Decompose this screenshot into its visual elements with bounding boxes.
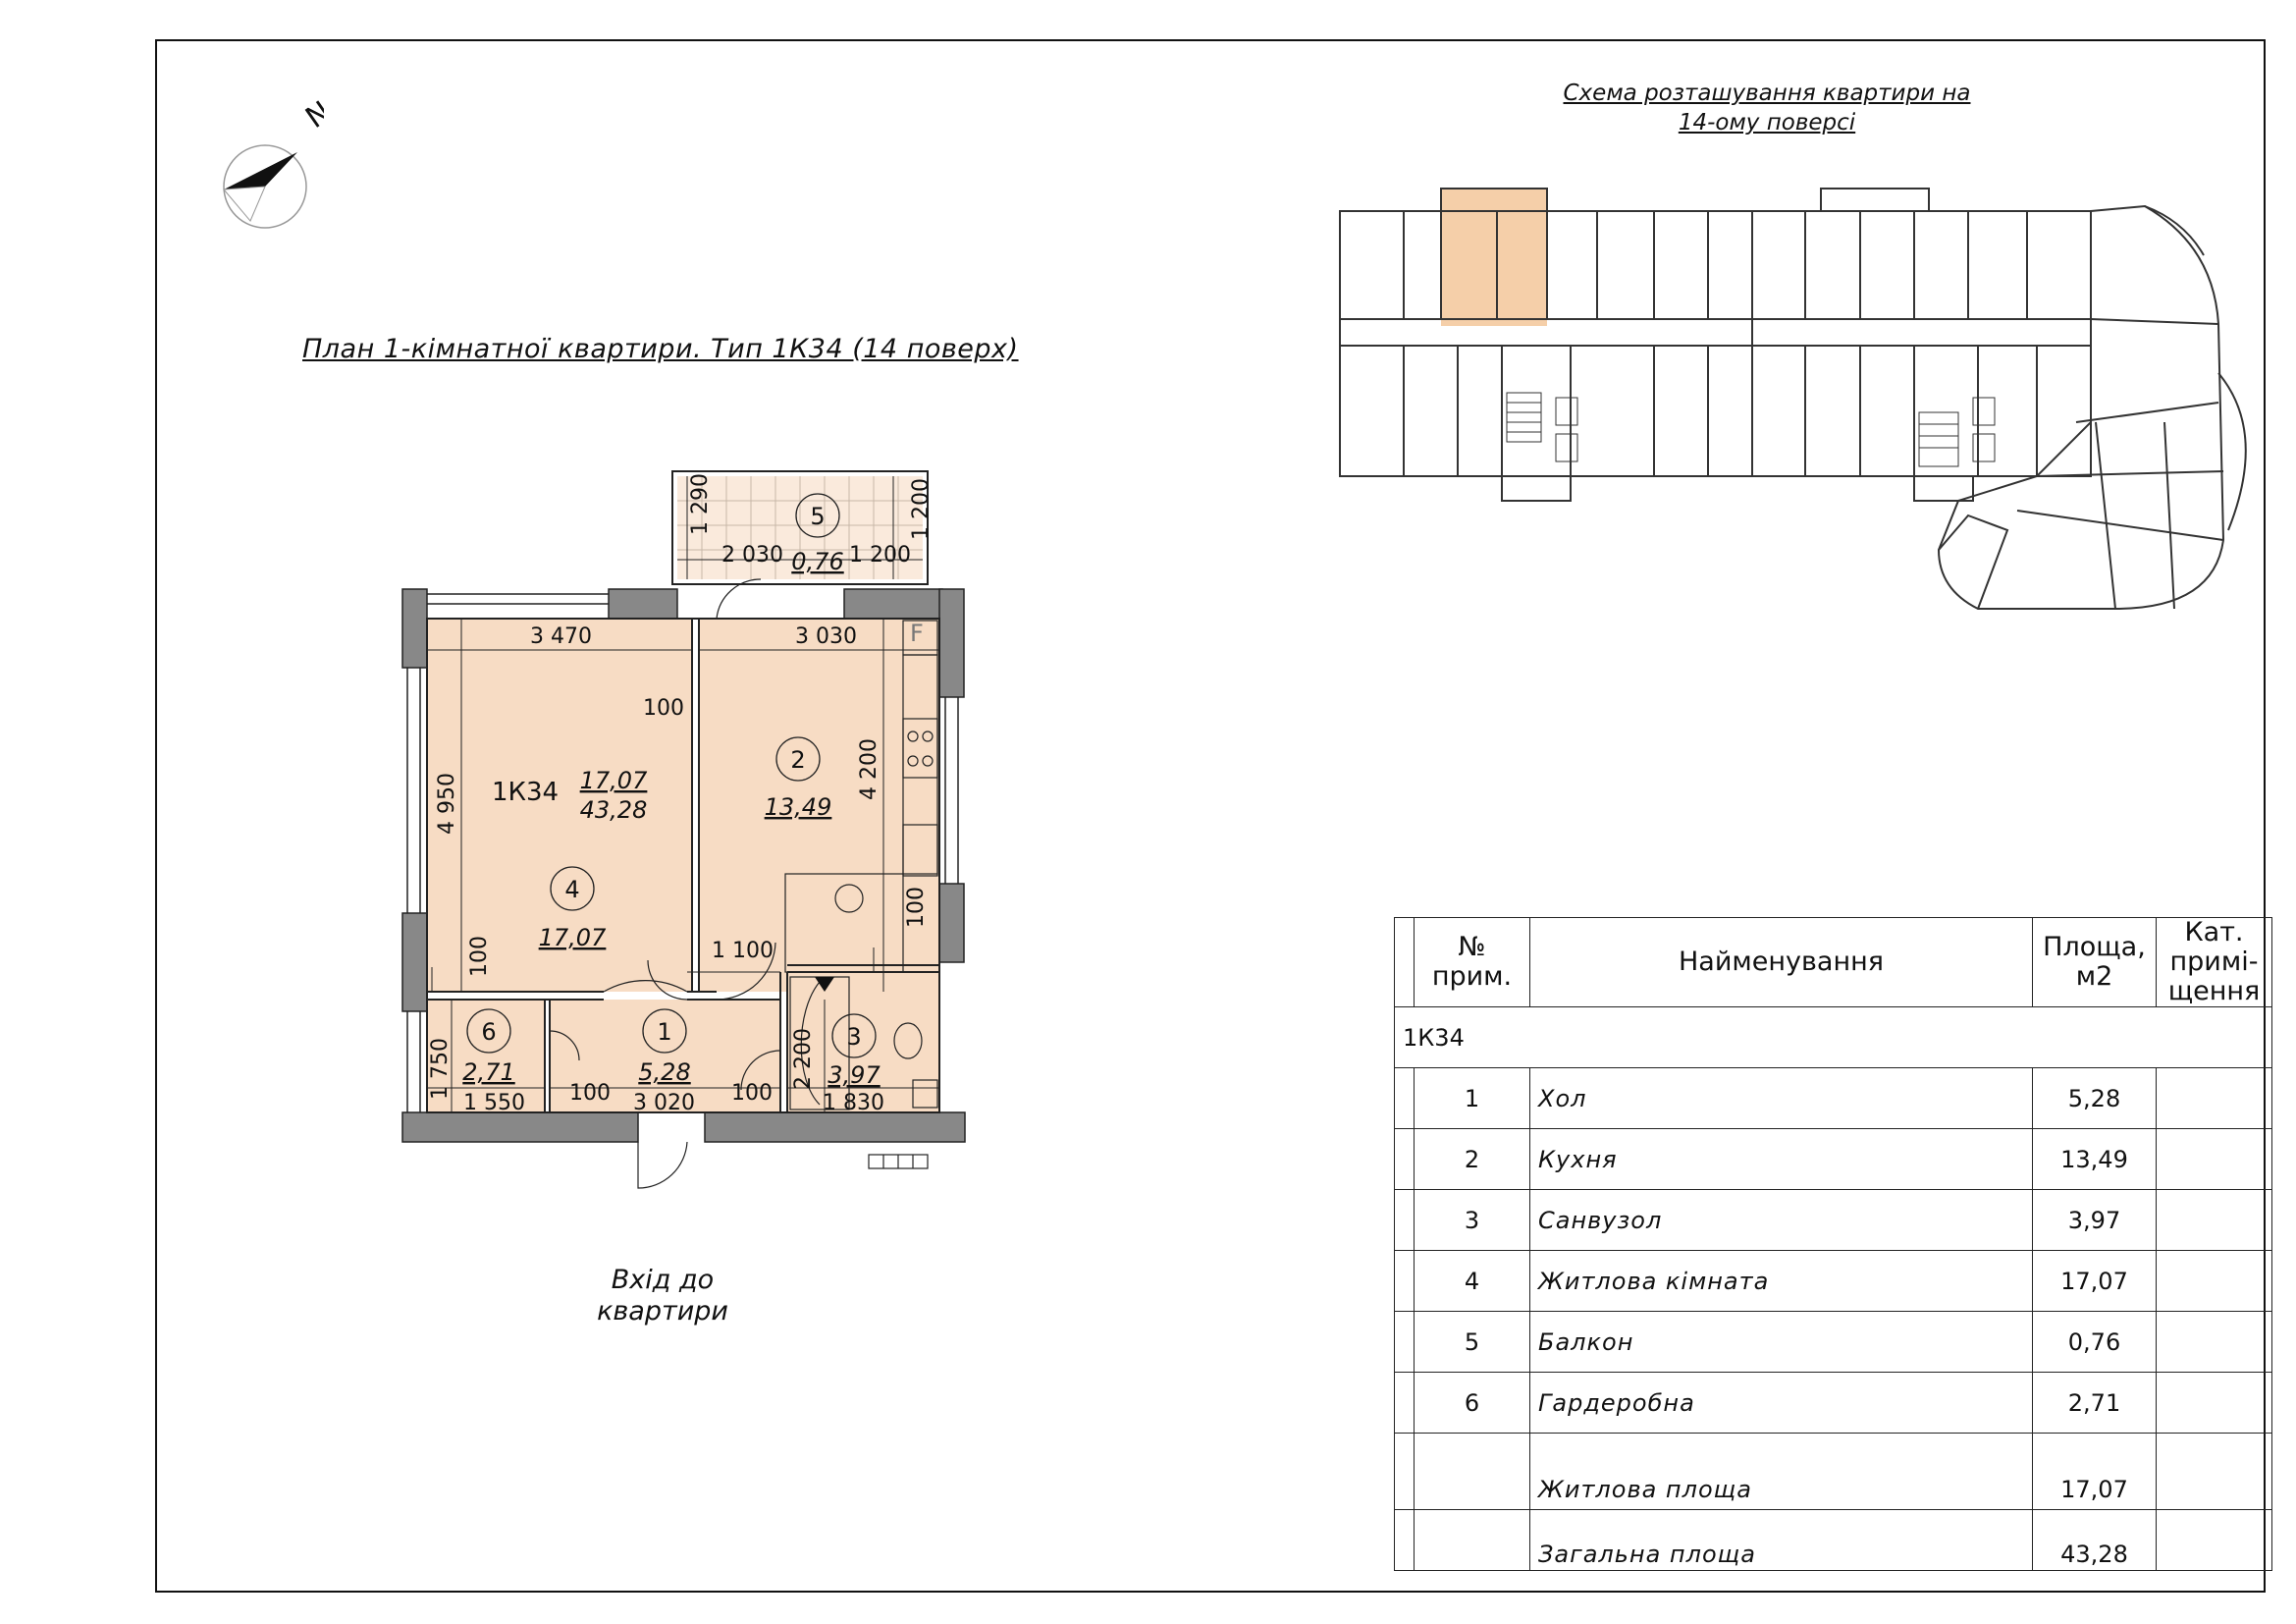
dim-100-b: 100 <box>904 887 929 928</box>
table-row: 2 Кухня 13,49 <box>1394 1128 2272 1190</box>
row-num: 1 <box>1414 1067 1530 1129</box>
entry-label-line2: квартири <box>597 1296 728 1326</box>
header-area: Площа, м2 <box>2032 917 2157 1007</box>
header-num: № прим. <box>1414 917 1530 1007</box>
row-num: 5 <box>1414 1311 1530 1373</box>
table-row: 4 Житлова кімната 17,07 <box>1394 1250 2272 1312</box>
compass-icon: N <box>222 94 324 229</box>
dim-1200-b: 1 200 <box>909 478 934 540</box>
room-4-number: 4 <box>564 876 579 903</box>
row-area: 5,28 <box>2032 1067 2157 1129</box>
living-area-row: Житлова площа 17,07 <box>1394 1433 2272 1510</box>
row-name: Житлова кімната <box>1529 1250 2033 1312</box>
room-2-number: 2 <box>790 746 805 774</box>
room-1-area: 5,28 <box>638 1058 690 1086</box>
scheme-title-line1: Схема розташування квартири на <box>1563 81 1971 106</box>
row-name: Хол <box>1529 1067 2033 1129</box>
row-num: 2 <box>1414 1128 1530 1190</box>
room-2-area: 13,49 <box>765 793 832 821</box>
room-3-area: 3,97 <box>828 1061 881 1089</box>
header-category: Кат. примі- щення <box>2156 917 2272 1007</box>
row-name: Балкон <box>1529 1311 2033 1373</box>
room-5-area: 0,76 <box>791 548 843 575</box>
dim-4200: 4 200 <box>857 738 881 800</box>
table-row: 6 Гардеробна 2,71 <box>1394 1372 2272 1434</box>
dim-2030: 2 030 <box>721 543 783 568</box>
room-6-fill <box>427 1000 545 1112</box>
living-area-value: 17,07 <box>2032 1433 2157 1510</box>
table-row: 5 Балкон 0,76 <box>1394 1311 2272 1373</box>
row-area: 17,07 <box>2032 1250 2157 1312</box>
row-name: Кухня <box>1529 1128 2033 1190</box>
row-num: 3 <box>1414 1189 1530 1251</box>
living-area-label: Житлова площа <box>1529 1433 2033 1510</box>
room-6-area: 2,71 <box>462 1058 514 1086</box>
apartment-living-area: 17,07 <box>580 767 648 794</box>
boiler-icon <box>834 884 864 913</box>
building-scheme <box>1339 188 2247 610</box>
dim-3020: 3 020 <box>633 1091 695 1115</box>
sink-icon <box>902 824 938 875</box>
entry-label-line1: Вхід до <box>611 1265 715 1295</box>
row-area: 13,49 <box>2032 1128 2157 1190</box>
room-5-number: 5 <box>810 503 825 530</box>
dim-1200-a: 1 200 <box>849 543 911 568</box>
table-row: 1 Хол 5,28 <box>1394 1067 2272 1129</box>
apartment-total-area: 43,28 <box>580 796 648 824</box>
dim-2200: 2 200 <box>791 1028 816 1090</box>
entry-label: Вхід до квартири <box>550 1265 775 1327</box>
floor-plan: 3 470 3 030 100 4 950 4 200 1 290 2 030 … <box>401 470 966 1189</box>
row-num: 6 <box>1414 1372 1530 1434</box>
row-area: 2,71 <box>2032 1372 2157 1434</box>
room-1-fill <box>550 1000 780 1112</box>
header-name: Найменування <box>1529 917 2033 1007</box>
dim-100-a: 100 <box>643 696 684 721</box>
table-header-row: № прим. Найменування Площа, м2 Кат. прим… <box>1394 917 2272 1007</box>
dim-3030: 3 030 <box>795 624 857 649</box>
dim-3470: 3 470 <box>530 624 592 649</box>
highlighted-apartment <box>1441 189 1547 326</box>
room-6-number: 6 <box>481 1018 496 1046</box>
dim-1750: 1 750 <box>428 1038 453 1100</box>
dim-4950: 4 950 <box>435 773 459 835</box>
group-label: 1К34 <box>1394 1006 2272 1068</box>
scheme-title: Схема розташування квартири на 14-ому по… <box>1453 79 2081 137</box>
table-group-row: 1К34 <box>1394 1006 2272 1068</box>
dim-1830: 1 830 <box>823 1091 884 1115</box>
dim-1550: 1 550 <box>463 1091 525 1115</box>
plan-title: План 1-кімнатної квартири. Тип 1К34 (14 … <box>302 334 1019 364</box>
table-row: 3 Санвузол 3,97 <box>1394 1189 2272 1251</box>
row-area: 0,76 <box>2032 1311 2157 1373</box>
row-name: Санвузол <box>1529 1189 2033 1251</box>
dim-100-c: 100 <box>467 936 492 977</box>
scheme-title-line2: 14-ому поверсі <box>1678 110 1856 135</box>
room-3-number: 3 <box>846 1023 861 1051</box>
total-area-row: Загальна площа 43,28 <box>1394 1509 2272 1571</box>
toilet-icon <box>893 1022 923 1059</box>
room-2-fill <box>699 619 939 992</box>
room-4-area: 17,07 <box>539 924 607 951</box>
room-1-number: 1 <box>657 1018 671 1046</box>
dim-100-d: 100 <box>569 1081 611 1106</box>
drawing-frame <box>155 39 2266 1593</box>
compass-label: N <box>299 94 324 135</box>
row-num: 4 <box>1414 1250 1530 1312</box>
stove-icon <box>902 718 938 779</box>
explication-table: № прим. Найменування Площа, м2 Кат. прим… <box>1394 917 2272 1571</box>
dim-1290: 1 290 <box>688 473 713 535</box>
f-mark: F <box>910 620 924 647</box>
row-name: Гардеробна <box>1529 1372 2033 1434</box>
total-area-value: 43,28 <box>2032 1509 2157 1571</box>
room-4-fill <box>427 619 692 992</box>
total-area-label: Загальна площа <box>1529 1509 2033 1571</box>
row-area: 3,97 <box>2032 1189 2157 1251</box>
dim-1100: 1 100 <box>712 939 774 963</box>
apartment-code: 1К34 <box>492 778 559 807</box>
dim-100-e: 100 <box>731 1081 773 1106</box>
riser-marker-icon <box>815 977 834 992</box>
room-3-fill <box>787 972 939 1112</box>
